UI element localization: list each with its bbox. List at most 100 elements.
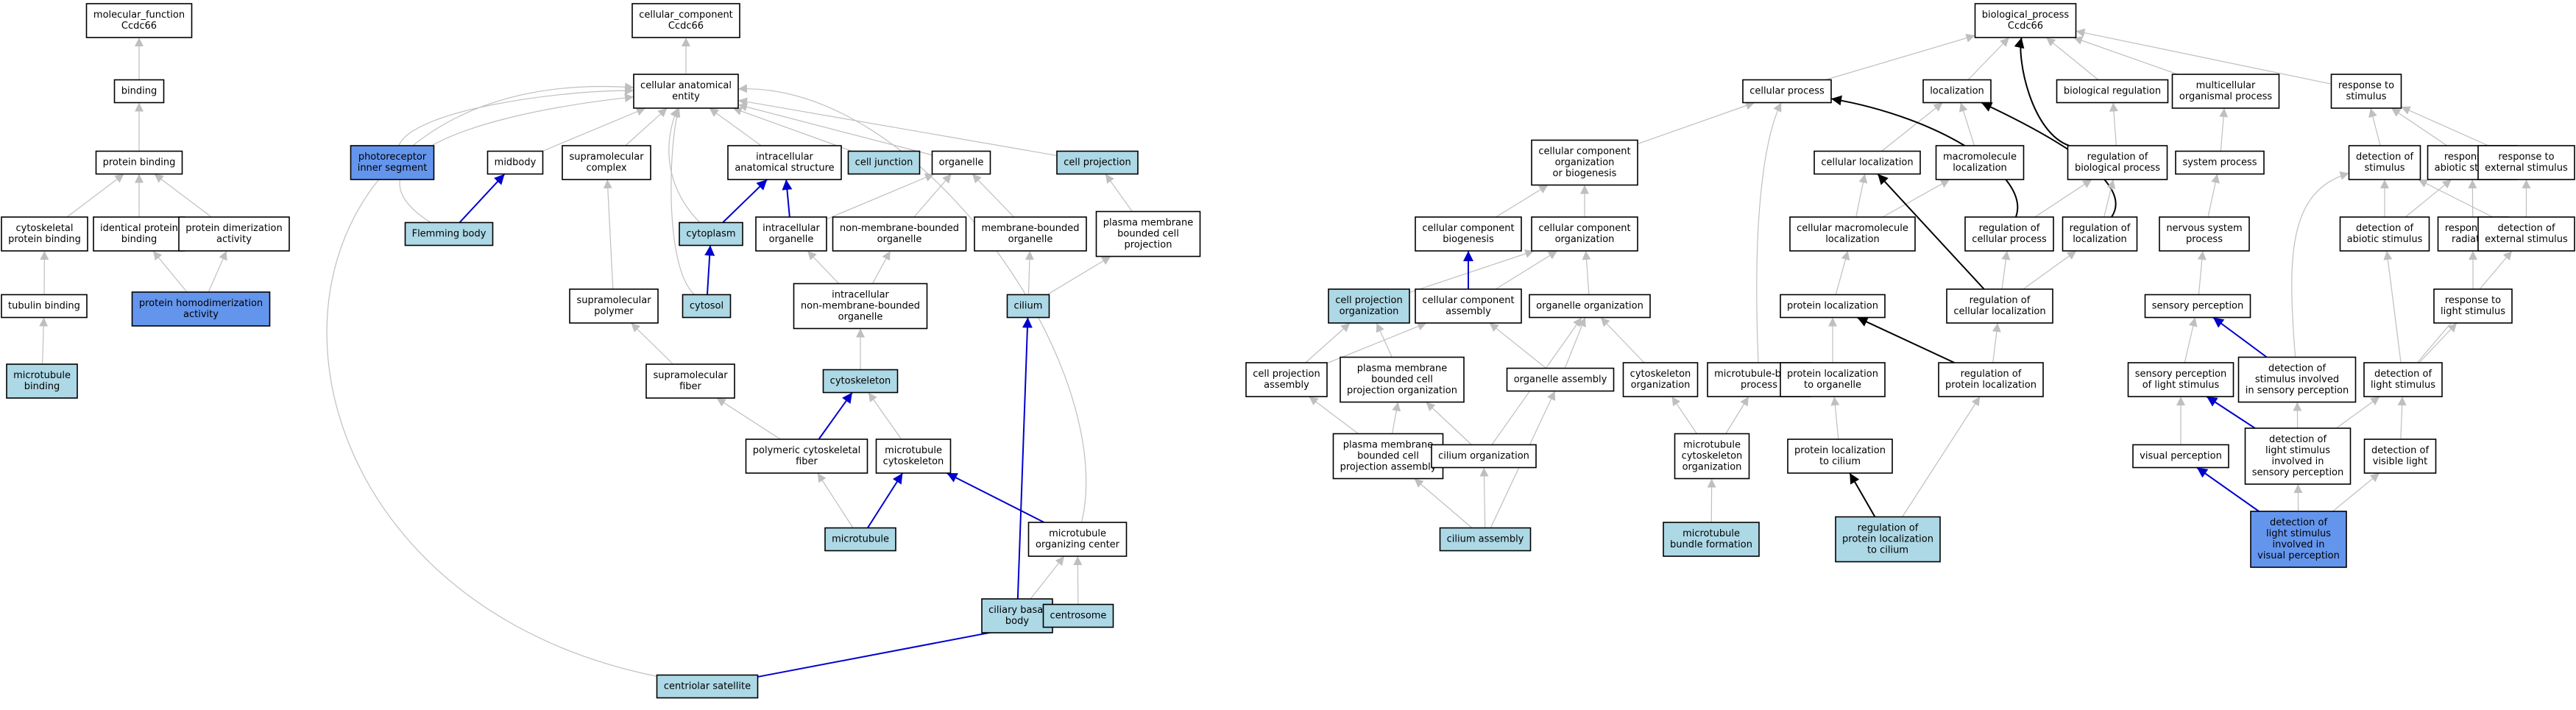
node-label: light stimulus xyxy=(2441,306,2505,317)
node-label: cytosol xyxy=(690,301,723,312)
node-box xyxy=(404,221,494,246)
edge-gray xyxy=(1025,250,1034,295)
node-label: cell junction xyxy=(855,157,913,168)
node-label: organization xyxy=(1340,306,1399,317)
node-box xyxy=(1663,522,1760,557)
node-label: protein binding xyxy=(103,157,176,168)
edge-gray xyxy=(1637,101,1755,145)
node-label: polymeric cytoskeletal xyxy=(753,445,860,456)
edge-gray xyxy=(2073,36,2179,75)
go-term-node: binding xyxy=(113,79,165,104)
edge-gray xyxy=(716,397,781,440)
edge-gray xyxy=(2397,396,2407,440)
node-box xyxy=(1431,444,1537,469)
node-box xyxy=(1787,439,1893,474)
edge-black xyxy=(1877,173,1985,290)
node-label: anatomical structure xyxy=(735,163,834,174)
node-label: organization xyxy=(1555,157,1615,168)
node-box xyxy=(1946,288,2053,324)
go-term-node: cytoplasm xyxy=(679,221,743,246)
edge-black xyxy=(2014,37,2070,146)
node-box xyxy=(113,79,165,104)
go-term-node: cilium xyxy=(1006,294,1050,319)
node-box xyxy=(95,150,183,175)
node-label: microtubule xyxy=(1683,440,1741,451)
go-term-node: Flemming body xyxy=(404,221,494,246)
node-box xyxy=(847,150,921,175)
node-label: microtubule xyxy=(885,445,942,456)
node-label: organelle assembly xyxy=(1514,374,1607,386)
go-term-node: organelle assembly xyxy=(1506,367,1615,392)
edge-gray xyxy=(1600,317,1645,363)
node-box xyxy=(656,674,759,699)
edge-gray xyxy=(1992,322,2001,363)
edge-gray xyxy=(817,472,854,528)
node-box xyxy=(727,145,842,180)
edge-gray xyxy=(1496,184,1549,218)
node-label: light stimulus xyxy=(2265,445,2330,456)
node-box xyxy=(1938,362,2044,397)
edge-gray xyxy=(625,107,668,146)
node-box xyxy=(2244,427,2352,485)
edge-gray xyxy=(152,250,188,293)
node-label: regulation of xyxy=(1858,523,1919,534)
node-box xyxy=(1439,527,1532,552)
node-box xyxy=(131,291,271,327)
node-box xyxy=(562,145,651,180)
node-label: external stimulus xyxy=(2485,163,2568,174)
node-box xyxy=(2056,79,2169,104)
node-label: cytoskeletal xyxy=(15,223,73,234)
edge-gray xyxy=(631,322,673,365)
node-label: in sensory perception xyxy=(2246,386,2349,397)
node-box xyxy=(1780,362,1886,397)
node-label: cellular localization xyxy=(1953,306,2045,317)
node-box xyxy=(85,3,193,38)
go-term-node: cilium assembly xyxy=(1439,527,1532,552)
node-label: to cilium xyxy=(1819,456,1861,467)
edge-gray xyxy=(1582,250,1591,295)
node-label: organizing center xyxy=(1036,539,1120,550)
edge-gray xyxy=(1495,250,1558,290)
node-label: detection of xyxy=(2356,152,2413,163)
node-label: activity xyxy=(216,234,252,245)
node-label: cytoskeleton xyxy=(883,456,944,467)
node-box xyxy=(2363,362,2443,397)
node-label: non-membrane-bounded xyxy=(840,223,959,234)
node-label: sensory perception xyxy=(2252,467,2344,478)
node-box xyxy=(1922,79,1992,104)
edge-blue xyxy=(782,179,793,218)
node-label: involved in xyxy=(2272,539,2324,550)
edge-gray xyxy=(1414,478,1473,528)
node-label: complex xyxy=(586,163,626,174)
edge-blue xyxy=(867,472,904,529)
node-label: cellular localization xyxy=(1821,157,1913,168)
node-label: projection xyxy=(1125,240,1172,251)
go-term-node: microtubule xyxy=(824,527,896,552)
edge-blue xyxy=(818,391,853,440)
node-label: cellular process xyxy=(1749,86,1825,97)
edge-gray xyxy=(1564,317,1586,369)
edge-gray xyxy=(39,317,49,365)
node-label: cilium organization xyxy=(1438,451,1529,462)
go-term-node: system process xyxy=(2175,150,2265,175)
node-box xyxy=(1095,210,1201,258)
edge-gray xyxy=(2197,250,2207,295)
edge-gray xyxy=(2418,322,2458,363)
node-label: regulation of xyxy=(1961,369,2022,380)
node-box xyxy=(1056,150,1139,175)
node-box xyxy=(2175,150,2265,175)
